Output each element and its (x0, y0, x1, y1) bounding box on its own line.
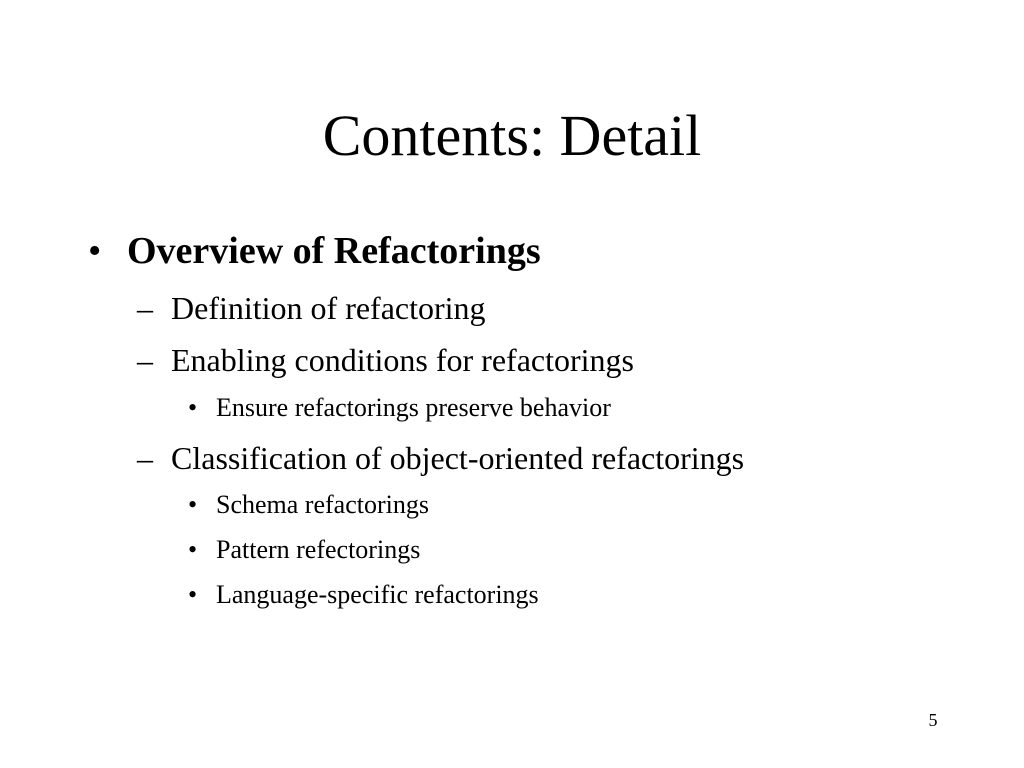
sub-sub-item-schema-refactorings: Schema refactorings (216, 490, 429, 519)
dash-marker: – (137, 290, 153, 326)
sub-item-definition-of-refactoring: Definition of refactoring (171, 290, 486, 326)
sub-sub-item-pattern-refectorings: Pattern refectorings (216, 535, 421, 564)
sub-bullet-marker: • (188, 535, 198, 564)
sub-bullet-marker: • (188, 393, 198, 422)
sub-sub-item-ensure-preserve-behavior: Ensure refactorings preserve behavior (216, 393, 611, 422)
sub-bullet-marker: • (188, 490, 198, 519)
sub-sub-item-language-specific: Language-specific refactorings (216, 580, 539, 609)
sub-bullet-marker: • (188, 580, 198, 609)
bullet-marker: • (88, 230, 102, 272)
slide-number: 5 (928, 710, 938, 730)
dash-marker: – (137, 342, 153, 378)
sub-item-enabling-conditions: Enabling conditions for refactorings (171, 342, 634, 378)
dash-marker: – (137, 440, 153, 476)
slide-title: Contents: Detail (322, 103, 702, 168)
bullet-overview-of-refactorings: Overview of Refactorings (127, 230, 541, 272)
sub-item-classification: Classification of object-oriented refact… (171, 440, 745, 476)
